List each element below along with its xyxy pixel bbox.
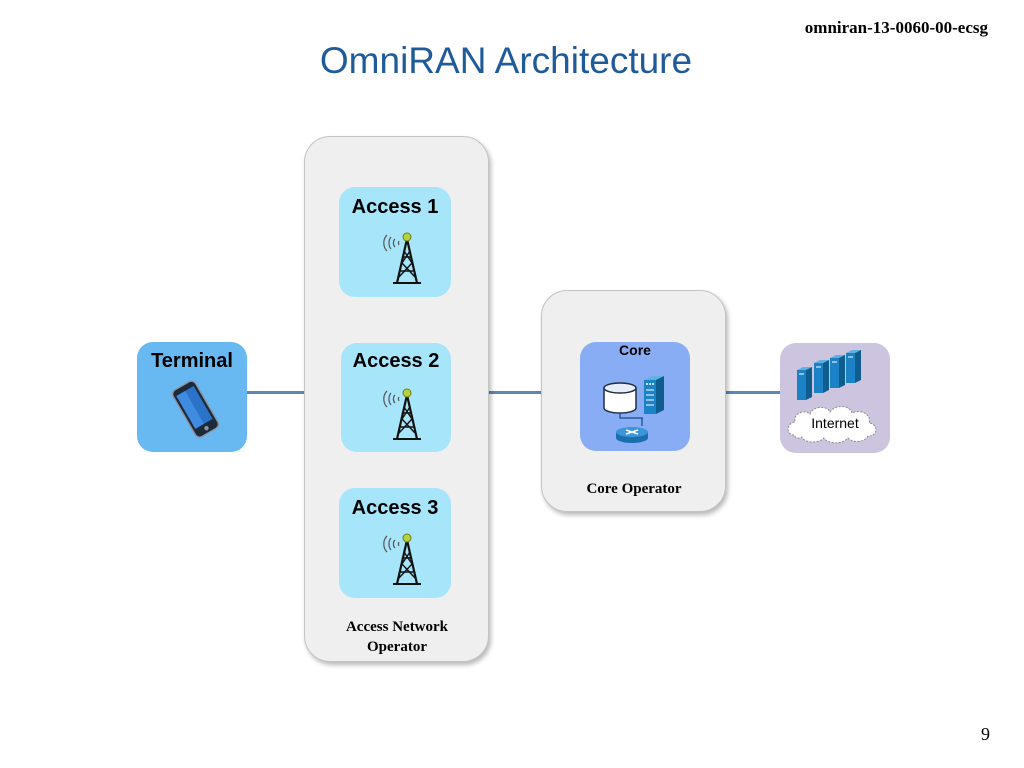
server-icon (644, 376, 664, 414)
link-access-core (488, 391, 542, 394)
access-1-label: Access 1 (351, 196, 439, 218)
page-number: 9 (981, 724, 990, 744)
core-node: Core (580, 342, 690, 451)
access-2-node: Access 2 (341, 343, 451, 452)
smartphone-icon (171, 380, 220, 438)
server-icon (797, 350, 861, 400)
cell-tower-icon (383, 533, 421, 585)
access-1-node: Access 1 (339, 187, 451, 297)
access-3-label: Access 3 (351, 497, 439, 519)
router-icon (616, 427, 648, 443)
core-operator-label: Core Operator (586, 481, 682, 497)
link-core-internet (724, 391, 782, 394)
access-network-operator-label-line2: Operator (367, 639, 427, 655)
link-terminal-access (246, 391, 304, 394)
internet-node: Internet (780, 343, 890, 453)
database-icon (603, 382, 637, 414)
document-id: omniran-13-0060-00-ecsg (804, 18, 988, 37)
access-2-label: Access 2 (352, 350, 440, 372)
cell-tower-icon (383, 232, 421, 284)
page-title: OmniRAN Architecture (319, 40, 693, 81)
cloud-icon (787, 406, 877, 444)
access-network-operator-label: Access Network Operator (304, 617, 490, 657)
cell-tower-icon (383, 388, 421, 440)
terminal-label: Terminal (151, 350, 233, 372)
internet-equipment-icon (787, 350, 877, 444)
terminal-node: Terminal (137, 342, 247, 452)
access-network-operator-label-line1: Access Network (345, 619, 449, 635)
access-3-node: Access 3 (339, 488, 451, 598)
core-equipment-icon (603, 376, 664, 443)
core-label: Core (619, 342, 651, 358)
internet-label: Internet (811, 415, 859, 431)
